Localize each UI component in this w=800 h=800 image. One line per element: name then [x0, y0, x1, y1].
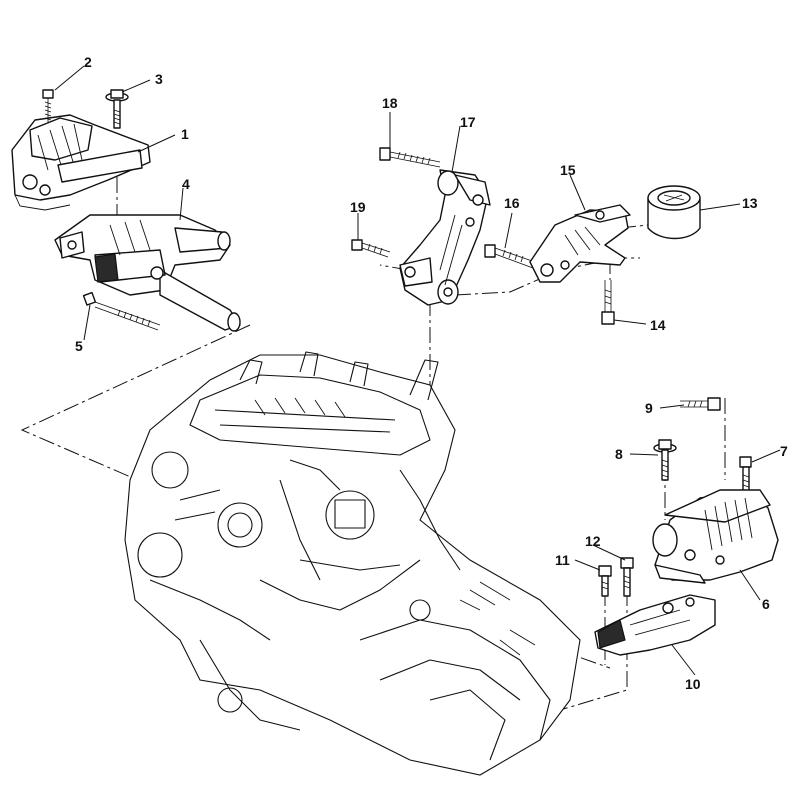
callout-7: 7: [780, 443, 788, 459]
part-14-bolt: [601, 280, 615, 325]
part-11-bolt: [598, 565, 612, 597]
part-13-bushing: [647, 185, 701, 240]
callout-11: 11: [555, 552, 570, 568]
callout-6: 6: [762, 596, 770, 612]
callout-3: 3: [155, 71, 163, 87]
part-4-mount: [54, 214, 241, 332]
leader-lines: [54, 65, 781, 676]
callout-labels: 1 2 3 4 5 6 7 8 9 10 11 12 13 14 15 16 1…: [75, 54, 788, 692]
callout-1: 1: [181, 126, 189, 142]
part-17-bracket: [399, 169, 491, 306]
part-1-bracket: [11, 114, 151, 211]
callout-18: 18: [382, 95, 398, 111]
callout-15: 15: [560, 162, 576, 178]
callout-4: 4: [182, 176, 190, 192]
part-18-bolt: [379, 147, 441, 168]
callout-10: 10: [685, 676, 701, 692]
part-3-bolt: [105, 89, 129, 129]
part-6-mount: [652, 489, 779, 584]
part-7-bolt: [739, 456, 752, 494]
callout-17: 17: [460, 114, 476, 130]
part-19-bolt: [351, 239, 391, 258]
callout-5: 5: [75, 338, 83, 354]
engine-assembly: [124, 351, 581, 776]
part-5-bolt: [82, 291, 161, 331]
part-10-bracket: [594, 594, 716, 656]
callout-13: 13: [742, 195, 758, 211]
part-12-bolt: [620, 557, 634, 597]
part-16-bolt: [484, 244, 536, 269]
callout-12: 12: [585, 533, 601, 549]
callout-19: 19: [350, 199, 366, 215]
part-15-bracket: [529, 204, 631, 283]
callout-2: 2: [84, 54, 92, 70]
callout-8: 8: [615, 446, 623, 462]
part-2-bolt: [42, 89, 54, 122]
part-8-bolt: [653, 439, 677, 481]
callout-14: 14: [650, 317, 666, 333]
callout-9: 9: [645, 400, 653, 416]
callout-16: 16: [504, 195, 520, 211]
part-9-bolt: [680, 397, 721, 411]
